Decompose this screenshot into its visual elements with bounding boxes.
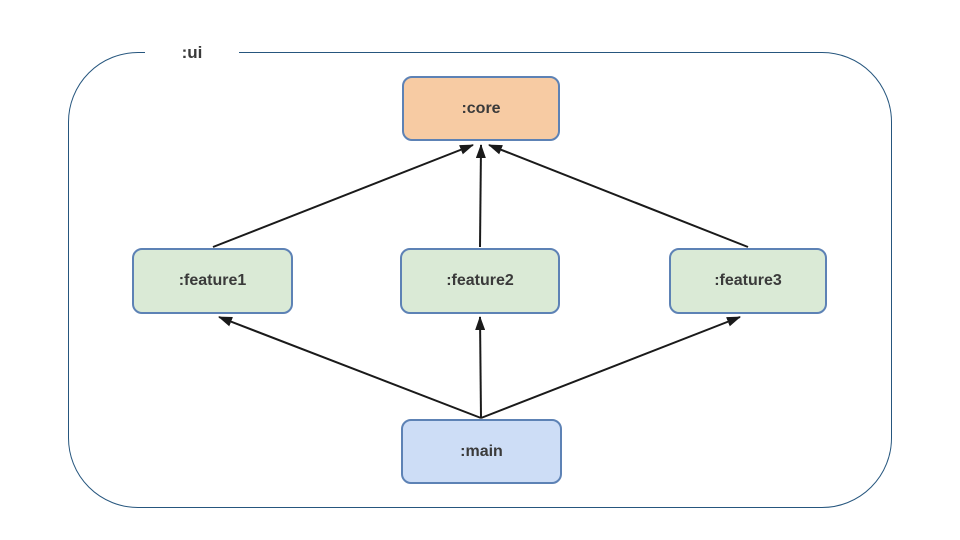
edge-feature3-to-core [488,144,749,248]
edge-main-to-feature1 [218,316,482,419]
ui-module-group-border [68,52,892,508]
module-node-feature3: :feature3 [669,248,827,314]
edge-main-to-feature2 [475,316,486,419]
module-node-feature2: :feature2 [400,248,560,314]
edge-feature1-to-core [212,144,474,248]
module-node-core: :core [402,76,560,141]
ui-module-group-label: :ui [145,42,239,63]
edge-main-to-feature3 [480,316,741,419]
module-node-feature1: :feature1 [132,248,293,314]
edge-feature2-to-core [475,144,486,248]
module-node-main: :main [401,419,562,484]
